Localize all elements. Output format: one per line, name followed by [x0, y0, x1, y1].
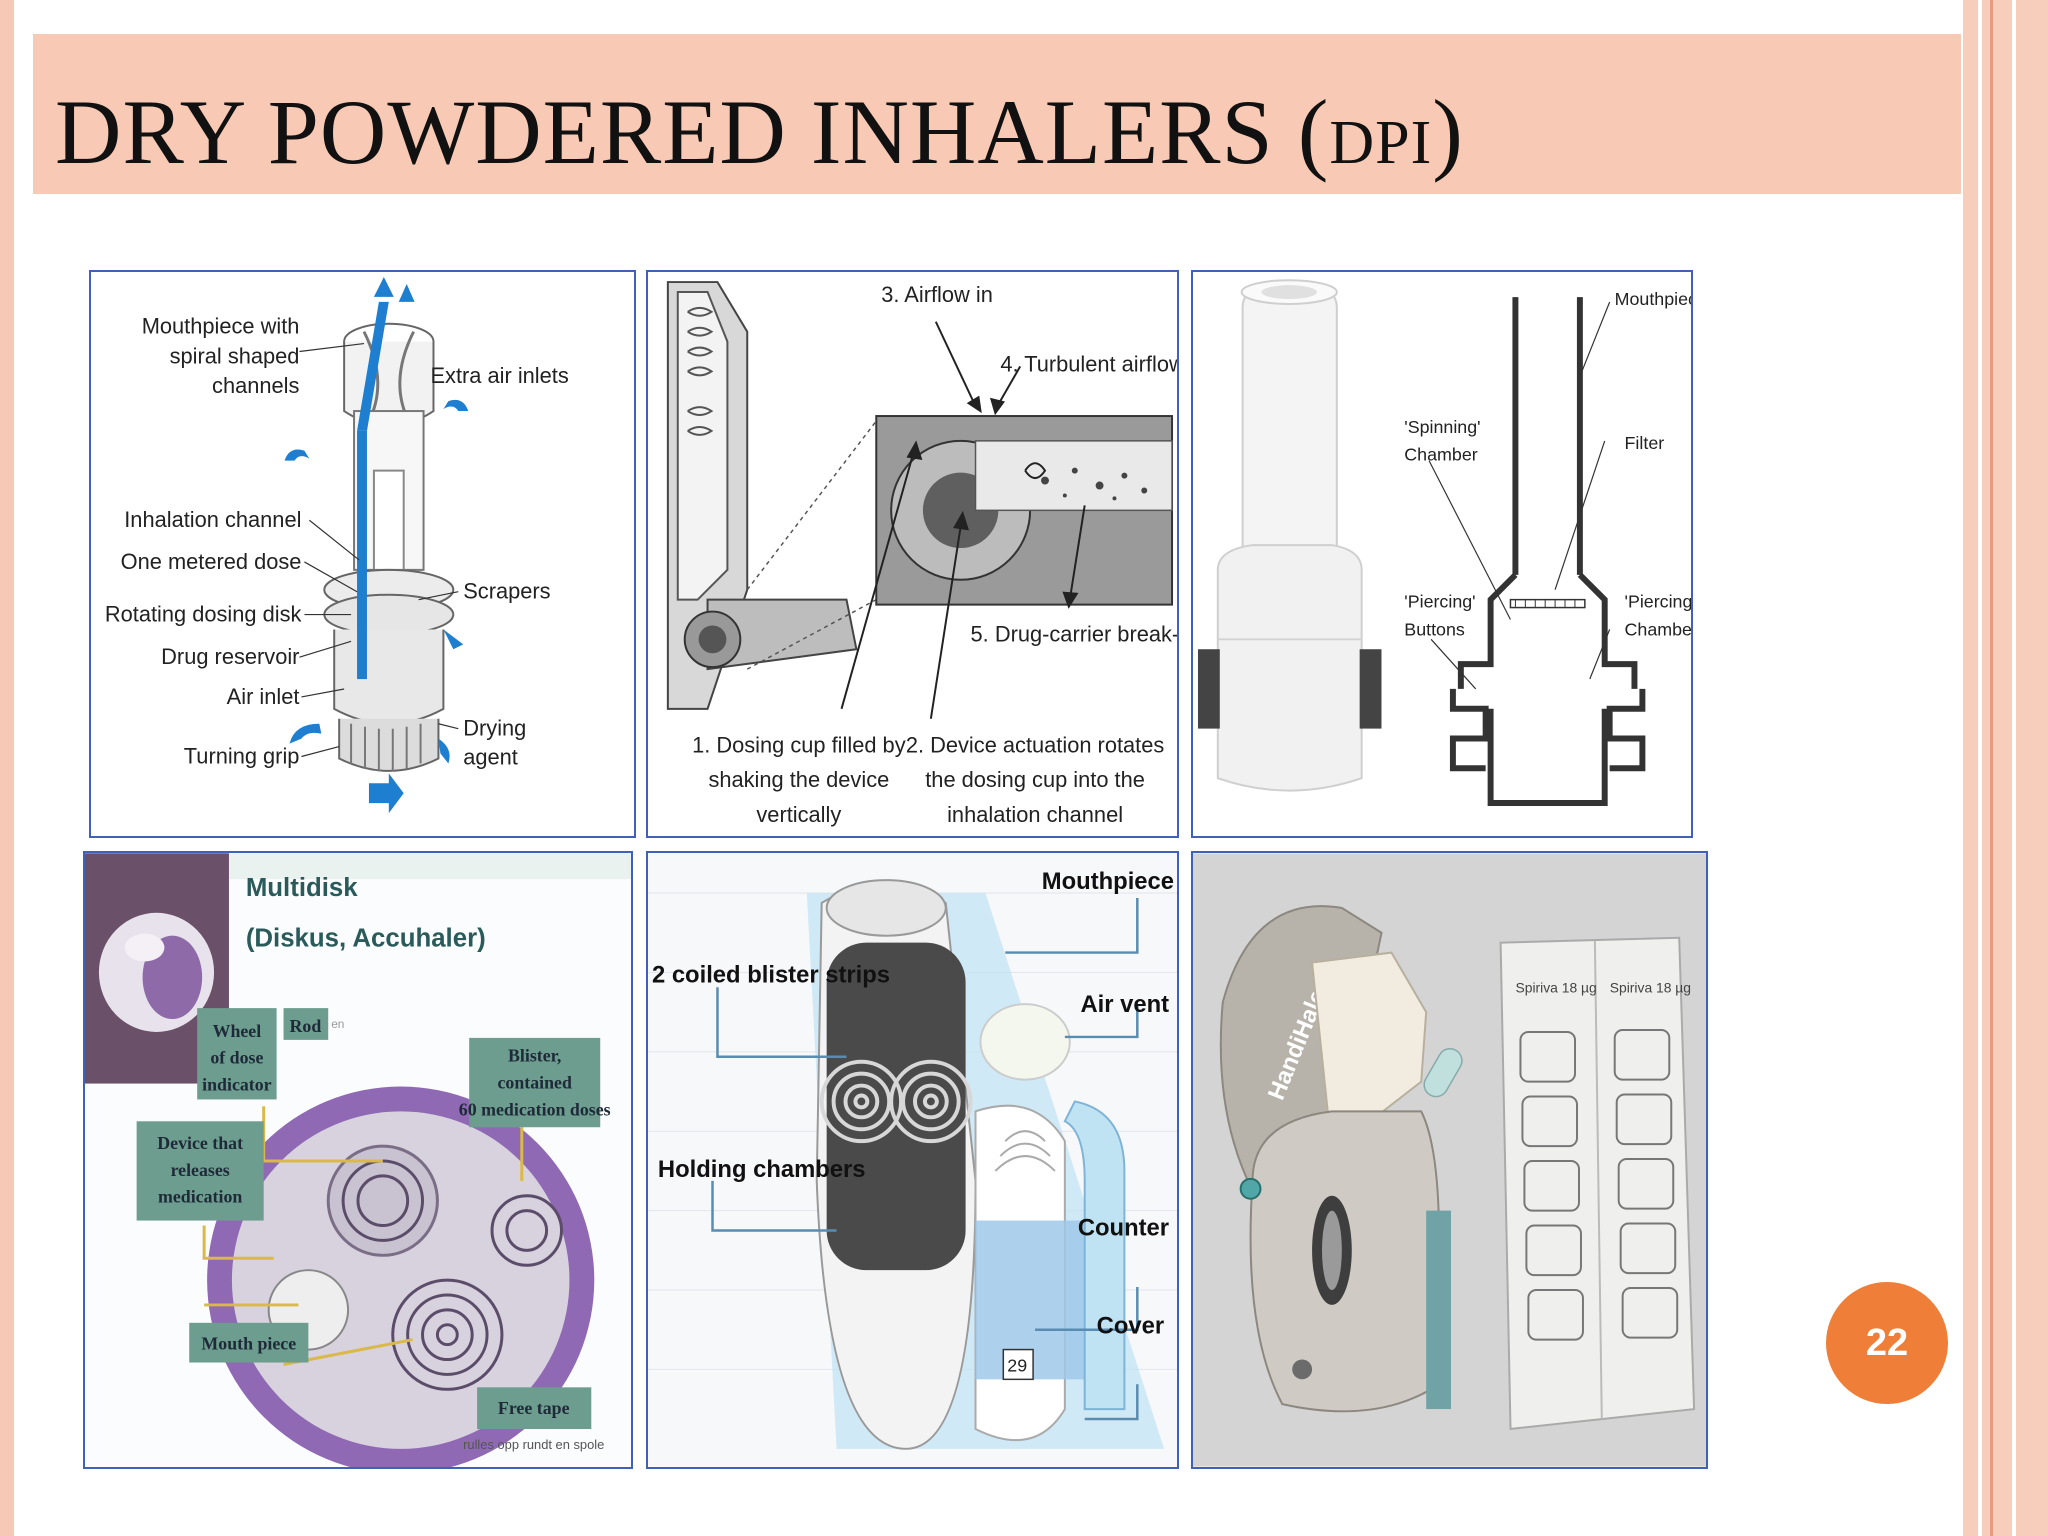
label-piercing-chamber-1: 'Piercing' [1625, 592, 1691, 612]
label-metered-dose: One metered dose [121, 549, 302, 574]
multidisk-illustration: Multidisk (Diskus, Accuhaler) Wheel of d… [85, 853, 631, 1467]
label-cover: Cover [1097, 1313, 1164, 1340]
label-rod: Rod [290, 1016, 322, 1036]
label-device-1: Device that [157, 1133, 243, 1153]
title-abbrev: DPI [1329, 109, 1433, 177]
label-drug-carrier-breakup: 5. Drug-carrier break-up [971, 621, 1177, 646]
handihaler-illustration: HandiHaler Spiriva 18 µg Spiriva 18 µg [1193, 853, 1706, 1467]
label-drying-2: agent [463, 744, 518, 769]
dosing-cup-illustration: 3. Airflow in 4. Turbulent airflow 5. Dr… [666, 281, 1177, 827]
slide-title: DRY POWDERED INHALERS (DPI) [55, 77, 1464, 198]
ellipta-illustration: 29 Mouthpiece 2 coiled blister strips Ai… [648, 853, 1177, 1467]
label-wheel-2: of dose [210, 1048, 263, 1068]
label-dosing-cup-2: shaking the device [708, 767, 889, 792]
slide-border-right-line [2012, 0, 2016, 1536]
pack-label-right: Spiriva 18 µg [1610, 979, 1691, 995]
label-mouthpiece: Mouthpiece [1042, 868, 1174, 895]
label-actuation-3: inhalation channel [947, 802, 1123, 827]
slide-border-left [0, 0, 14, 1536]
label-inhalation-channel: Inhalation channel [124, 507, 301, 532]
label-piercing-buttons-1: 'Piercing' [1404, 592, 1475, 612]
label-wheel-3: indicator [202, 1075, 272, 1095]
title-band [33, 34, 1961, 194]
label-blister-2: contained [497, 1073, 571, 1093]
pack-label-left: Spiriva 18 µg [1515, 979, 1596, 995]
slide-border-left-line [14, 0, 18, 1536]
label-piercing-chamber-2: Chamber [1625, 619, 1691, 639]
top-strip [0, 0, 1963, 34]
label-diskus-accuhaler: (Diskus, Accuhaler) [246, 925, 486, 953]
spinhaler-illustration: Mouthpiec 'Spinning' Chamber Filter 'Pie… [1197, 279, 1691, 806]
label-filter: Filter [1625, 433, 1665, 453]
label-blister-strips: 2 coiled blister strips [652, 961, 890, 988]
slide-border-right [1963, 0, 2048, 1536]
label-mouthpiece-3: channels [212, 373, 299, 398]
label-spinning-2: Chamber [1404, 445, 1477, 465]
label-mouthpiece-2: spiral shaped [170, 343, 300, 368]
slide-border-right-line [1978, 0, 1982, 1536]
turbuhaler-diagram: Mouthpiece with spiral shaped channels E… [89, 270, 636, 838]
title-close: ) [1432, 81, 1464, 183]
label-turning-grip: Turning grip [184, 743, 300, 768]
label-rotating-disk: Rotating dosing disk [105, 602, 302, 627]
label-piercing-buttons-2: Buttons [1404, 619, 1465, 639]
label-actuation-1: 2. Device actuation rotates [906, 732, 1165, 757]
label-dosing-cup-3: vertically [756, 802, 841, 827]
label-counter: Counter [1078, 1214, 1169, 1241]
slide-border-right-accent [1990, 0, 1993, 1536]
label-multidisk: Multidisk [246, 874, 358, 902]
label-air-vent: Air vent [1080, 991, 1169, 1018]
page-number-badge: 22 [1826, 1282, 1948, 1404]
ellipta-diagram: 29 Mouthpiece 2 coiled blister strips Ai… [646, 851, 1179, 1469]
label-drug-reservoir: Drug reservoir [161, 644, 299, 669]
label-drying-1: Drying [463, 716, 526, 741]
multidisk-diagram: Multidisk (Diskus, Accuhaler) Wheel of d… [83, 851, 633, 1469]
label-device-2: releases [171, 1160, 230, 1180]
counter-value: 29 [1007, 1355, 1027, 1375]
label-blister-1: Blister, [508, 1046, 561, 1066]
label-dosing-cup-1: 1. Dosing cup filled by [692, 732, 906, 757]
label-mouthpiece-1: Mouthpiece with [142, 314, 300, 339]
label-blister-3: 60 medication doses [459, 1099, 611, 1119]
label-scrapers: Scrapers [463, 579, 550, 604]
label-device-3: medication [158, 1187, 242, 1207]
label-air-inlet: Air inlet [227, 684, 300, 709]
handihaler-photo: HandiHaler Spiriva 18 µg Spiriva 18 µg [1191, 851, 1708, 1469]
label-mouthpiece: Mouthpiec [1615, 289, 1691, 309]
label-spinning-1: 'Spinning' [1404, 417, 1480, 437]
label-airflow-in: 3. Airflow in [881, 282, 993, 307]
label-rod-suffix: en [331, 1017, 344, 1031]
label-extra-air-inlets: Extra air inlets [430, 363, 568, 388]
label-holding-chambers: Holding chambers [658, 1156, 866, 1183]
dosing-cup-diagram: 3. Airflow in 4. Turbulent airflow 5. Dr… [646, 270, 1179, 838]
label-tape-note: rulles opp rundt en spole [463, 1437, 604, 1452]
label-turbulent-airflow: 4. Turbulent airflow [1000, 351, 1177, 376]
title-main: DRY POWDERED INHALERS ( [55, 81, 1330, 183]
spinhaler-diagram: Mouthpiec 'Spinning' Chamber Filter 'Pie… [1191, 270, 1693, 838]
turbuhaler-illustration: Mouthpiece with spiral shaped channels E… [105, 277, 569, 814]
label-actuation-2: the dosing cup into the [925, 767, 1145, 792]
label-wheel-1: Wheel [213, 1021, 262, 1041]
label-free-tape: Free tape [498, 1398, 570, 1418]
label-mouth-piece: Mouth piece [201, 1334, 296, 1354]
